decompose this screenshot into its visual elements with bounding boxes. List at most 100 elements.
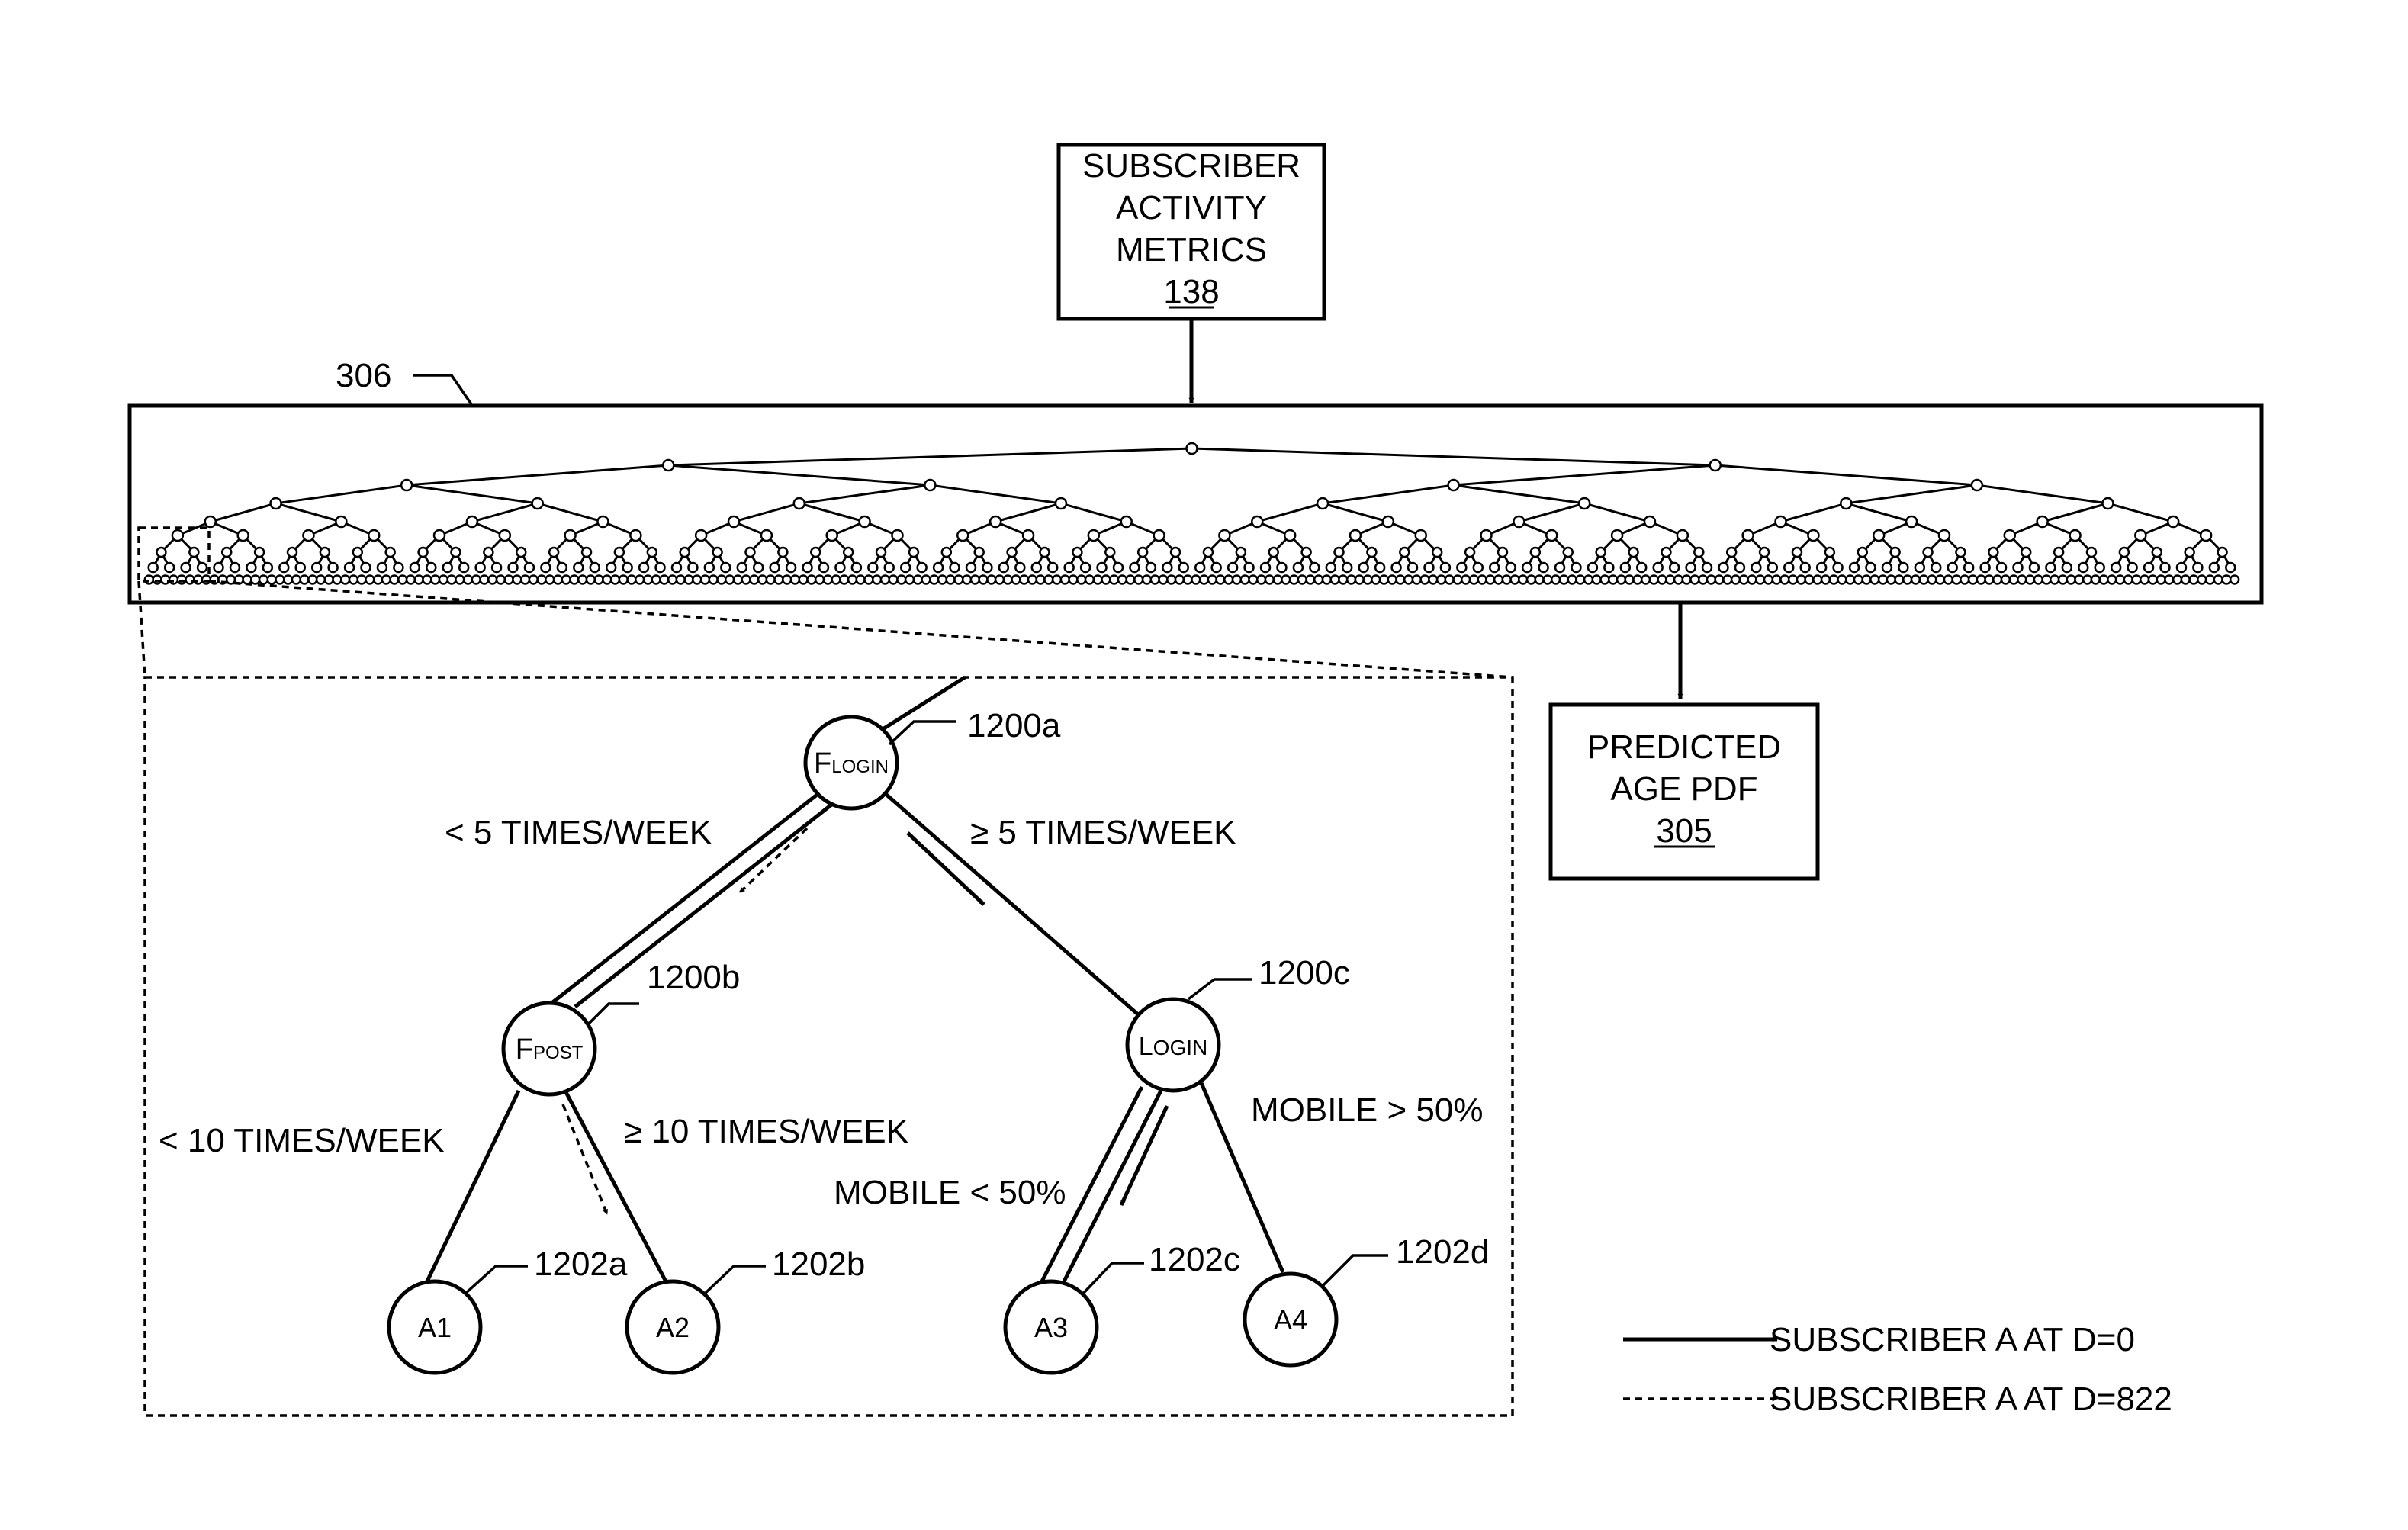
forest-node: [672, 563, 681, 572]
forest-node: [1375, 563, 1384, 572]
forest-node: [525, 563, 534, 572]
forest-leaf-node: [2132, 576, 2140, 584]
forest-leaf-node: [1208, 576, 1217, 584]
forest-leaf-node: [1584, 576, 1593, 584]
forest-node: [754, 563, 763, 572]
forest-leaf-node: [251, 576, 259, 584]
forest-leaf-node: [873, 576, 881, 584]
forest-leaf-node: [2124, 576, 2133, 584]
forest-leaf-node: [317, 576, 325, 584]
forest-node: [1513, 516, 1524, 527]
forest-node: [1416, 530, 1426, 541]
forest-node: [1032, 563, 1041, 572]
forest-leaf-node: [1094, 576, 1102, 584]
forest-node: [1612, 530, 1622, 541]
forest-node: [1956, 548, 1965, 557]
forest-leaf-node: [1371, 576, 1380, 584]
forest-node: [1121, 516, 1132, 527]
forest-leaf-node: [185, 576, 194, 584]
forest-leaf-node: [1281, 576, 1290, 584]
forest-leaf-node: [815, 576, 824, 584]
forest-node: [172, 530, 183, 541]
forest-leaf-node: [1085, 576, 1094, 584]
forest-leaf-node: [1969, 576, 1977, 584]
forest-leaf-node: [685, 576, 693, 584]
forest-node: [1179, 563, 1188, 572]
forest-node: [1654, 563, 1663, 572]
forest-leaf-node: [725, 576, 734, 584]
forest-leaf-node: [1920, 576, 1928, 584]
condition-fpost-left: < 10 TIMES/WEEK: [159, 1122, 445, 1159]
leaf-a1-label: A1: [418, 1312, 452, 1343]
forest-node: [451, 548, 460, 557]
forest-node: [345, 563, 354, 572]
forest-node: [329, 563, 338, 572]
forest-leaf-node: [864, 576, 873, 584]
forest-node: [1924, 548, 1933, 557]
forest-leaf-node: [1306, 576, 1314, 584]
forest-node: [492, 563, 501, 572]
forest-leaf-node: [1421, 576, 1429, 584]
forest-node: [1490, 563, 1499, 572]
forest-node: [2210, 563, 2219, 572]
leaf-a2-ref-leader: [705, 1266, 766, 1294]
forest-leaf-node: [505, 576, 513, 584]
forest-node: [565, 530, 576, 541]
forest-leaf-node: [693, 576, 701, 584]
forest-node: [1686, 563, 1696, 572]
forest-leaf-node: [2100, 576, 2108, 584]
forest-node: [1866, 563, 1875, 572]
condition-login-left: MOBILE < 50%: [834, 1174, 1066, 1211]
forest-leaf-node: [2059, 576, 2067, 584]
forest-node: [1065, 563, 1074, 572]
forest-node: [1718, 563, 1728, 572]
forest-node: [532, 498, 543, 509]
forest-leaf-node: [1151, 576, 1159, 584]
forest-node: [1939, 530, 1950, 541]
forest-leaf-node: [1617, 576, 1625, 584]
leaf-a2-label: A2: [656, 1312, 690, 1343]
root-node-sub: LOGIN: [831, 757, 889, 777]
forest-node: [1817, 563, 1826, 572]
forest-leaf-node: [1748, 576, 1757, 584]
forest-node: [1825, 548, 1834, 557]
forest-leaf-node: [1723, 576, 1731, 584]
forest-node: [1637, 563, 1646, 572]
forest-leaf-node: [349, 576, 358, 584]
forest-node: [901, 563, 910, 572]
forest-node: [1906, 516, 1917, 527]
forest-node: [1236, 548, 1246, 557]
forest-leaf-node: [1879, 576, 1887, 584]
forest-node: [1465, 548, 1474, 557]
forest-node: [1187, 443, 1198, 454]
login-node-main: L: [1139, 1032, 1153, 1061]
forest-node: [509, 563, 518, 572]
forest-node: [966, 563, 976, 572]
forest-ref-label: 306: [336, 357, 391, 394]
forest-node: [1400, 548, 1409, 557]
forest-node: [434, 530, 445, 541]
forest-leaf-node: [178, 576, 186, 584]
metrics-box-line-1: SUBSCRIBER: [1082, 147, 1300, 185]
forest-node: [1367, 548, 1376, 557]
forest-leaf-node: [1453, 576, 1461, 584]
forest-leaf-node: [717, 576, 725, 584]
forest-node: [811, 548, 820, 557]
forest-node: [1326, 563, 1336, 572]
forest-leaf-node: [767, 576, 775, 584]
forest-leaf-node: [652, 576, 661, 584]
forest-leaf-node: [2107, 576, 2116, 584]
forest-leaf-node: [660, 576, 668, 584]
forest-leaf-node: [2116, 576, 2124, 584]
forest-leaf-node: [1445, 576, 1454, 584]
forest-node: [1146, 563, 1156, 572]
forest-node: [189, 548, 198, 557]
forest-leaf-node: [668, 576, 677, 584]
forest-leaf-node: [1699, 576, 1707, 584]
forest-node: [1441, 563, 1450, 572]
forest-leaf-node: [857, 576, 865, 584]
forest-leaf-node: [538, 576, 546, 584]
forest-node: [1670, 563, 1679, 572]
forest-node: [1056, 498, 1066, 509]
forest-node: [1219, 530, 1230, 541]
